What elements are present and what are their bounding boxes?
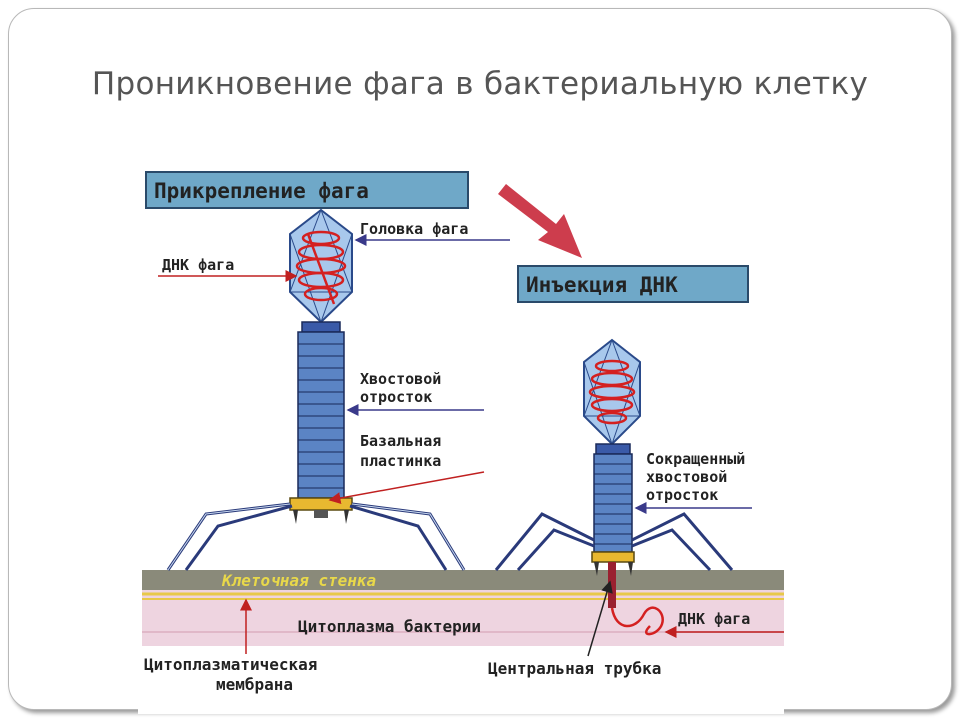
phage1-tail-rings: [298, 343, 344, 489]
stage1-title: Прикрепление фага: [154, 179, 369, 203]
phage1-spike: [293, 510, 298, 524]
phage1-dna-coil: [295, 230, 347, 305]
phage2-tail-sheath: [593, 453, 633, 553]
label-base-line1: Базальная: [360, 432, 441, 450]
label-phage-dna-2: ДНК фага: [678, 610, 750, 628]
phage2-base-plate: [591, 551, 635, 563]
label-tail-line1: Хвостовой: [360, 370, 441, 388]
label-cytoplasm: Цитоплазма бактерии: [298, 617, 481, 636]
label-phage-dna-1: ДНК фага: [162, 256, 234, 274]
phage1-base-plate: [289, 497, 353, 511]
label-phage-head: Головка фага: [360, 220, 468, 238]
label-contracted-line2: хвостовой: [646, 468, 727, 486]
phage2-collar: [595, 443, 631, 455]
phage2-tail-fibers: [494, 512, 734, 572]
slide-title: Проникновение фага в бактериальную клетк…: [91, 66, 869, 102]
phage-diagram: Прикрепление фага Инъекция ДНК: [138, 162, 784, 714]
label-cell-wall: Клеточная стенка: [221, 571, 376, 590]
stage2-header-box: [517, 265, 749, 303]
label-base-line2: пластинка: [360, 452, 441, 470]
stage1-header-box: [145, 171, 469, 209]
injected-dna: [610, 606, 664, 636]
phage2-dna-coil: [588, 359, 636, 425]
label-tail-line2: отросток: [360, 388, 432, 406]
stage2-title: Инъекция ДНК: [526, 273, 678, 297]
label-membrane-line2: мембрана: [216, 675, 293, 694]
label-contracted-line3: отросток: [646, 486, 718, 504]
phage2-tail-rings: [594, 463, 632, 545]
cell-wall: [142, 570, 784, 590]
pointer-central-tube: [587, 580, 613, 657]
phage2-spike: [594, 562, 599, 576]
phage1-collar: [301, 321, 341, 333]
pointer-base-plate: [328, 471, 485, 505]
label-central-tube: Центральная трубка: [488, 659, 661, 678]
phage1-tail-sheath: [297, 331, 345, 499]
stage-transition-arrow: [498, 184, 582, 258]
label-contracted-line1: Сокращенный: [646, 450, 745, 468]
label-membrane-line1: Цитоплазматическая: [144, 655, 317, 674]
